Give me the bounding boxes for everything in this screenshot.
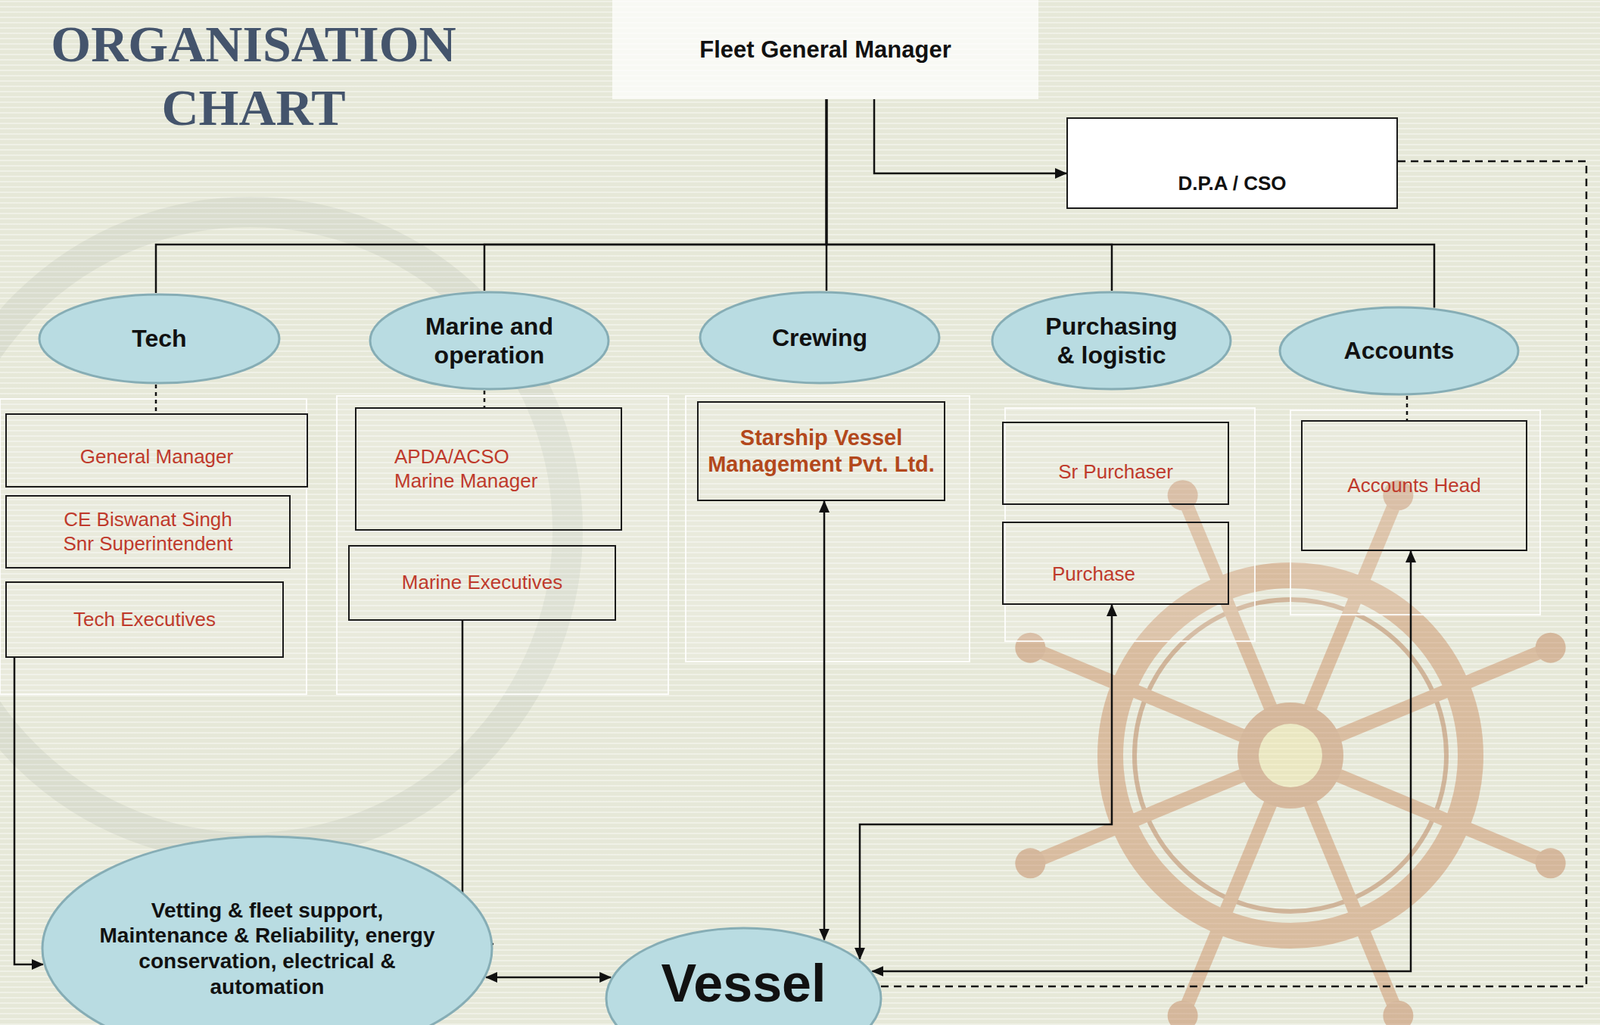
node-label: Accounts Head [1347, 473, 1481, 498]
vessel-ellipse: Vessel [604, 926, 883, 1025]
wheel-spoke [1332, 650, 1542, 738]
node-label: Starship Vessel Management Pvt. Ltd. [707, 424, 935, 478]
node-label: CE Biswanat Singh Snr Superintendent [49, 507, 247, 555]
role-box: Tech Executives [5, 581, 284, 658]
node-label: Marine and operation [410, 311, 570, 371]
connector [483, 390, 486, 408]
role-box: Accounts Head [1301, 420, 1528, 551]
role-box: Purchase [1002, 521, 1230, 605]
ellipse-shape [700, 292, 940, 383]
role-box: D.P.A / CSO [1066, 117, 1398, 209]
department-ellipse: Crewing [698, 290, 941, 385]
ellipse-shape [370, 292, 609, 390]
wheel-spoke [1038, 772, 1249, 860]
node-label: Accounts [1344, 336, 1455, 365]
wheel-spoke [1185, 796, 1274, 1007]
connector [484, 99, 827, 291]
node-label: APDA/ACSO Marine Manager [394, 445, 558, 492]
node-label: Crewing [771, 323, 868, 352]
node-label: Tech Executives [73, 607, 216, 632]
department-ellipse: Purchasing & logistic [990, 290, 1233, 391]
connector [880, 161, 1587, 987]
wheel-spoke [1307, 796, 1395, 1007]
chart-title: ORGANISATION CHART [15, 12, 492, 140]
ellipse-outline [368, 290, 611, 391]
wheel-handle [1014, 847, 1046, 878]
column-panels [0, 395, 1541, 695]
department-ellipse: Accounts [1278, 305, 1520, 396]
department-ellipse: Marine and operation [368, 290, 611, 391]
ellipse-outline [990, 290, 1233, 391]
connector [826, 99, 1435, 309]
node-label: Vessel [661, 951, 827, 1015]
node-label: D.P.A / CSO [1177, 171, 1286, 196]
wheel-hub [1237, 702, 1344, 809]
wheel-spoke [1332, 772, 1542, 860]
role-box: General Manager [5, 413, 309, 488]
ellipse-shape [606, 927, 881, 1025]
connector [14, 657, 44, 965]
column-panel [336, 395, 669, 695]
ellipse-shape [42, 836, 492, 1025]
node-label: Purchase [1052, 562, 1136, 586]
role-box: APDA/ACSO Marine Manager [354, 407, 623, 531]
connector [823, 501, 826, 941]
node-label: Vetting & fleet support, Maintenance & R… [93, 897, 442, 1000]
ellipse-shape [1279, 307, 1519, 395]
connector [462, 620, 494, 944]
wheel-hub-center [1258, 723, 1323, 788]
node-label: General Manager [80, 445, 234, 469]
connector [859, 604, 1112, 959]
column-panel [1290, 410, 1541, 615]
column-panel [685, 395, 970, 662]
node-label: Fleet General Manager [699, 35, 952, 64]
department-ellipse: Tech [37, 292, 281, 385]
ellipse-shape [992, 292, 1231, 390]
column-panel [0, 398, 307, 695]
company-box: Starship Vessel Management Pvt. Ltd. [697, 401, 946, 502]
role-box: CE Biswanat Singh Snr Superintendent [5, 494, 291, 569]
role-box: Sr Purchaser [1002, 421, 1230, 505]
connector [155, 384, 158, 414]
column-panel [1005, 407, 1255, 642]
connector [874, 99, 1067, 174]
wheel-handle [1382, 1000, 1414, 1025]
wheel-handle [1167, 1000, 1199, 1025]
connector [1406, 395, 1409, 421]
ellipse-shape [39, 294, 280, 383]
wheel-spoke [1038, 650, 1249, 738]
manager-box: Fleet General Manager [612, 0, 1039, 100]
wheel-handle [1535, 632, 1566, 664]
connector [485, 976, 611, 979]
connector [871, 550, 1411, 972]
node-label: Marine Executives [401, 570, 563, 595]
wheel-rim-inner [1134, 599, 1447, 912]
node-label: Tech [131, 323, 187, 353]
node-label: Sr Purchaser [1058, 460, 1174, 484]
wheel-handle [1535, 847, 1566, 878]
function-ellipse: Vetting & fleet support, Maintenance & R… [40, 834, 494, 1025]
role-box: Marine Executives [348, 544, 617, 621]
node-label: Purchasing & logistic [1033, 311, 1190, 371]
